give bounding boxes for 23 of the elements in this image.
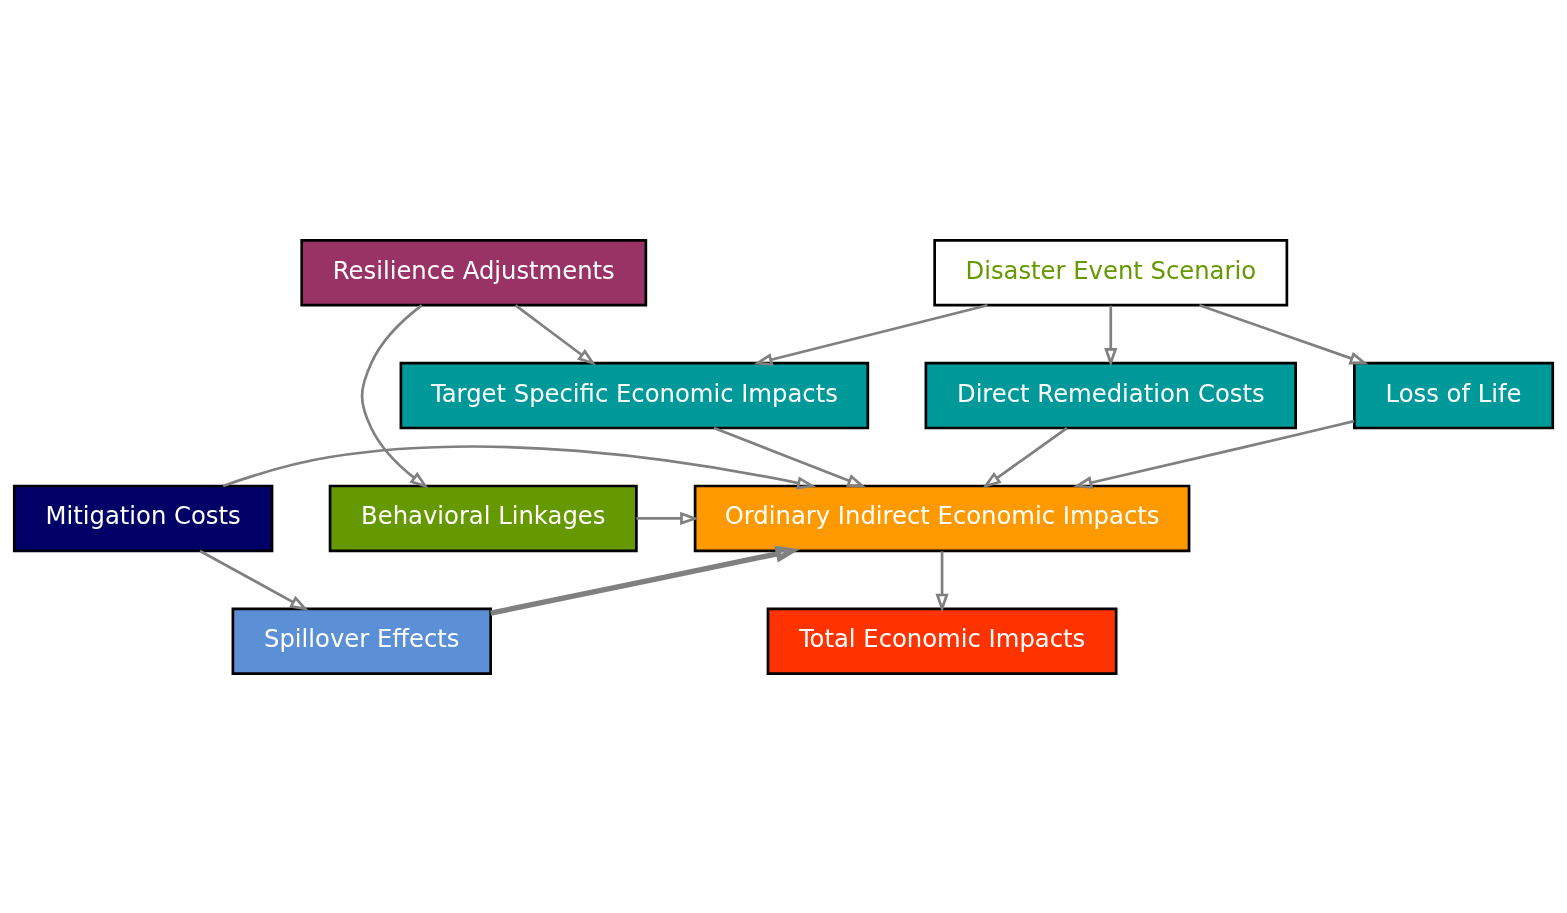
arrow [935,550,949,613]
node-box: Target Specific Economic Impacts [399,361,870,429]
arrow [982,426,1068,488]
arrow [1104,305,1118,367]
node-box: Mitigation Costs [12,484,274,552]
arrow [1199,303,1369,364]
arrow [490,545,800,616]
node-box: Total Economic Impacts [766,606,1118,675]
arrow [753,303,988,366]
node-box: Behavioral Linkages [328,484,638,552]
node-box: Spillover Effects [231,606,492,675]
node-box: Direct Remediation Costs [924,361,1297,429]
arrow [222,444,816,489]
arrow [199,549,309,611]
arrow [360,303,429,488]
arrow [636,511,700,525]
node-box: Ordinary Indirect Economic Impacts [693,484,1191,552]
arrow [713,426,867,487]
node-box: Disaster Event Scenario [933,238,1289,307]
node-box: Loss of Life [1353,361,1555,429]
node-box: Resilience Adjustments [300,238,648,307]
arrow [514,303,597,366]
arrow [1073,419,1355,489]
